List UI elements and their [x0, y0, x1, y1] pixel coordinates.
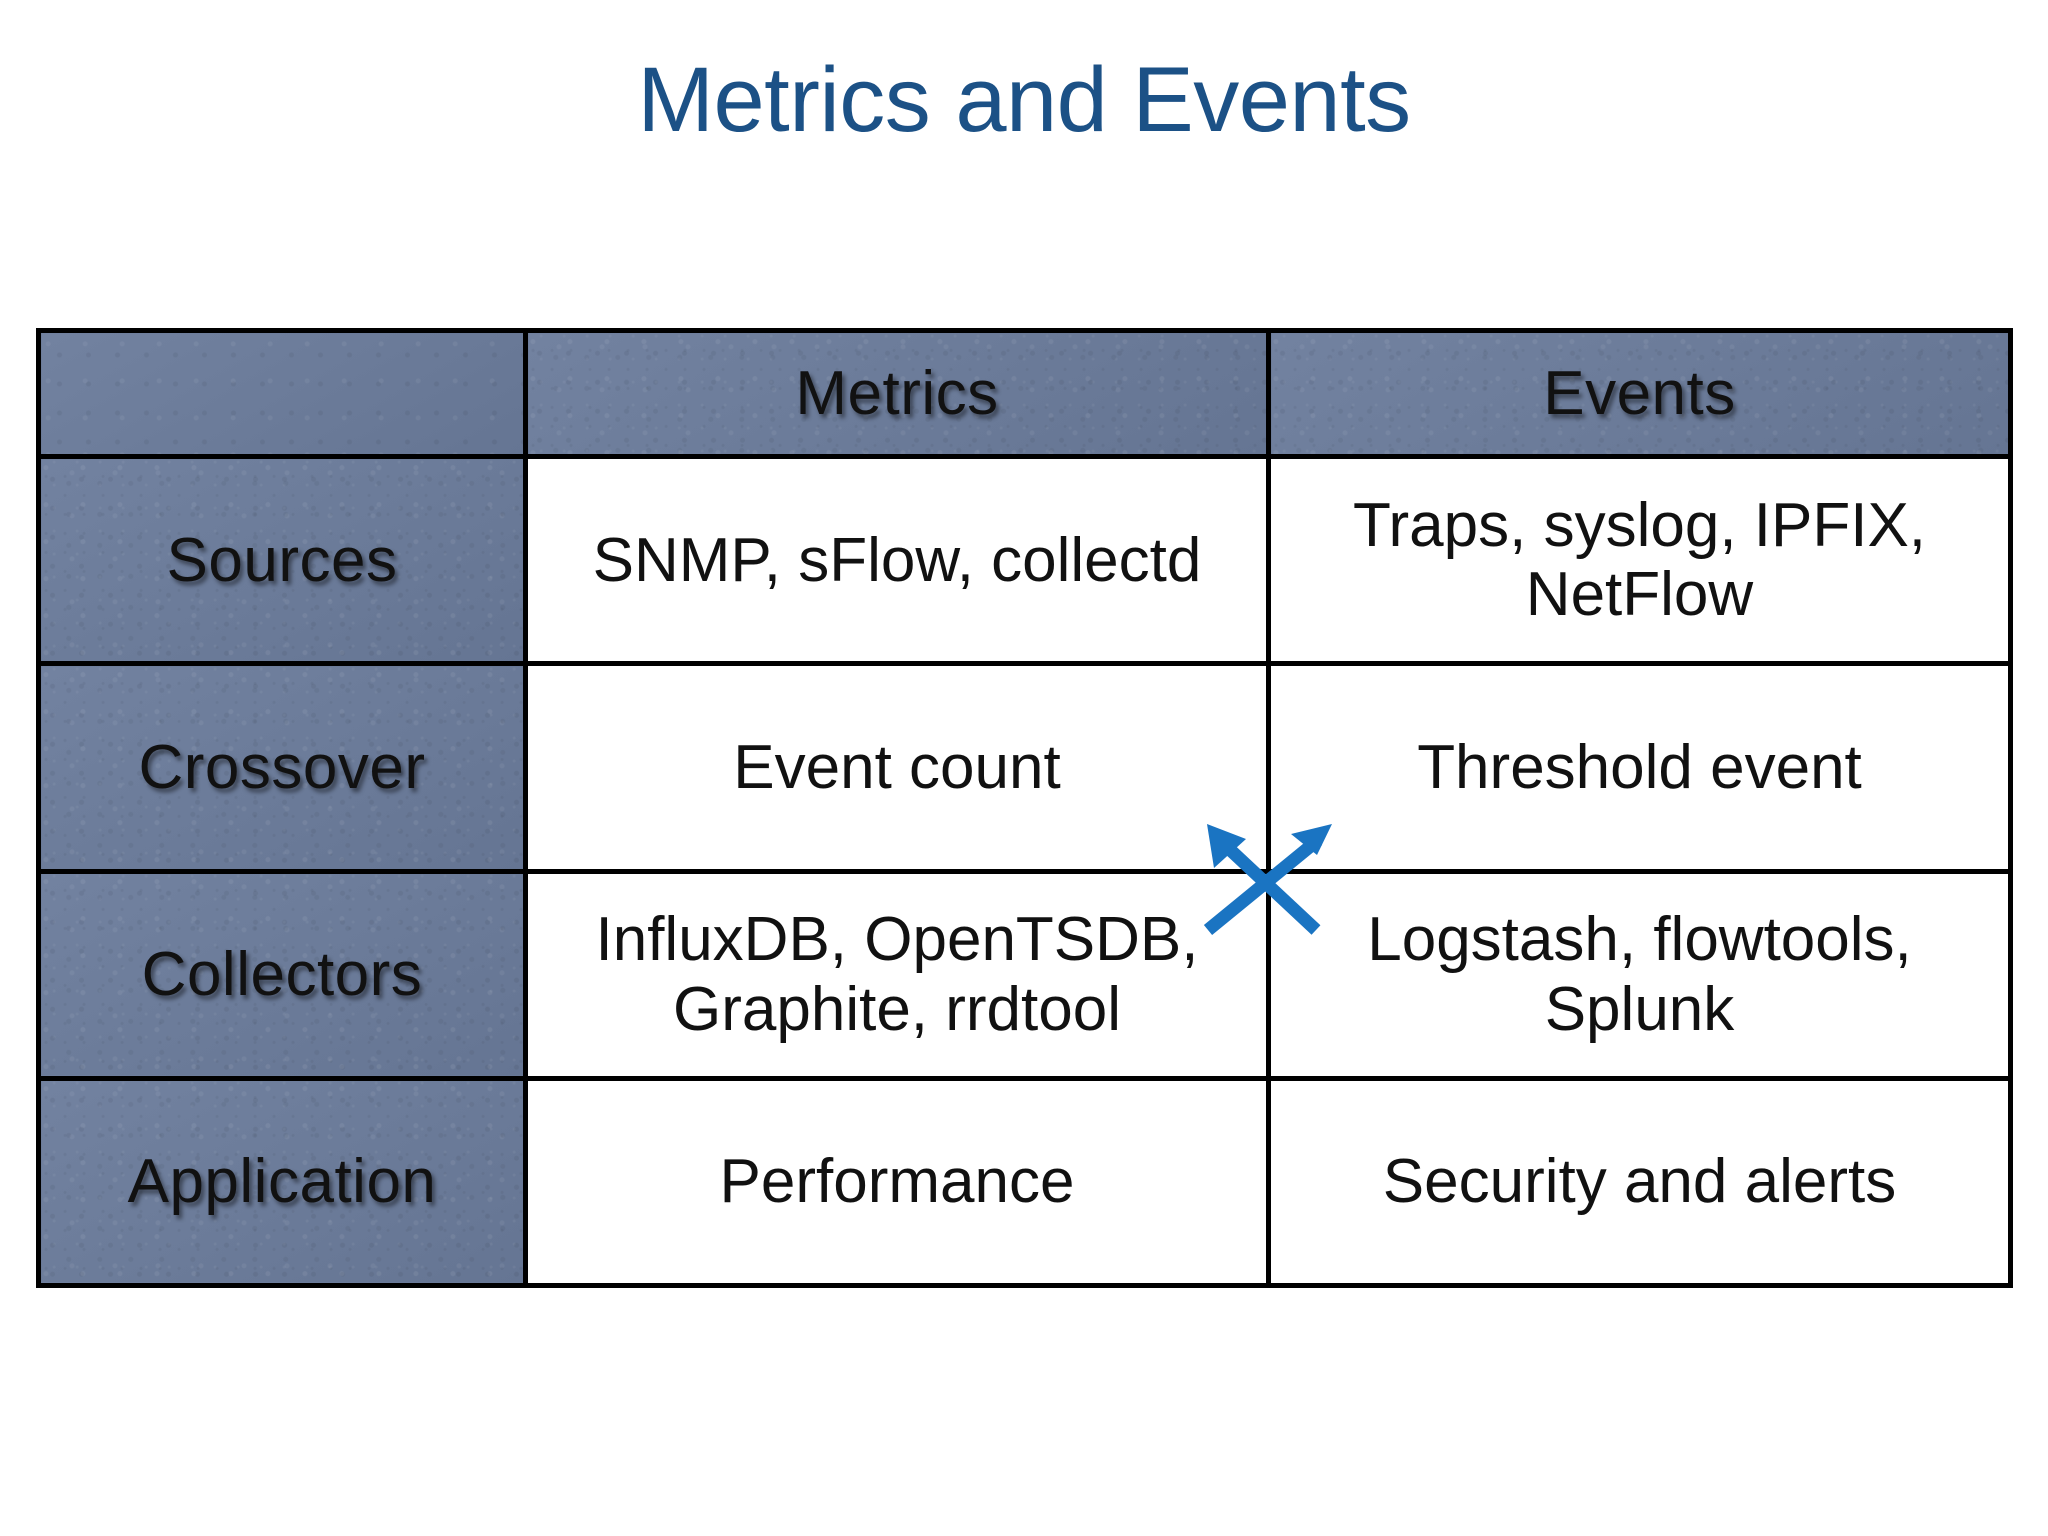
cell-sources-events: Traps, syslog, IPFIX, NetFlow: [1266, 454, 2013, 667]
cell-collectors-events: Logstash, flowtools, Splunk: [1266, 868, 2013, 1081]
cell-application-events: Security and alerts: [1266, 1075, 2013, 1289]
column-header-events: Events: [1266, 327, 2013, 460]
metrics-events-table: Metrics Events Sources SNMP, sFlow, coll…: [36, 327, 2013, 1289]
table-header-row: Metrics Events: [36, 327, 2013, 460]
row-label-crossover: Crossover: [36, 661, 528, 874]
cell-sources-metrics: SNMP, sFlow, collectd: [523, 454, 1271, 667]
cell-crossover-metrics: Event count: [523, 661, 1271, 874]
cell-crossover-events: Threshold event: [1266, 661, 2013, 874]
column-header-metrics: Metrics: [523, 327, 1271, 460]
table-row: Application Performance Security and ale…: [36, 1075, 2013, 1289]
table-row: Collectors InfluxDB, OpenTSDB, Graphite,…: [36, 868, 2013, 1081]
row-label-application: Application: [36, 1075, 528, 1289]
table-corner-cell: [36, 327, 528, 460]
table-row: Crossover Event count Threshold event: [36, 661, 2013, 874]
table-row: Sources SNMP, sFlow, collectd Traps, sys…: [36, 454, 2013, 667]
cell-collectors-metrics: InfluxDB, OpenTSDB, Graphite, rrdtool: [523, 868, 1271, 1081]
row-label-sources: Sources: [36, 454, 528, 667]
row-label-collectors: Collectors: [36, 868, 528, 1081]
page-title: Metrics and Events: [637, 49, 1411, 151]
cell-application-metrics: Performance: [523, 1075, 1271, 1289]
